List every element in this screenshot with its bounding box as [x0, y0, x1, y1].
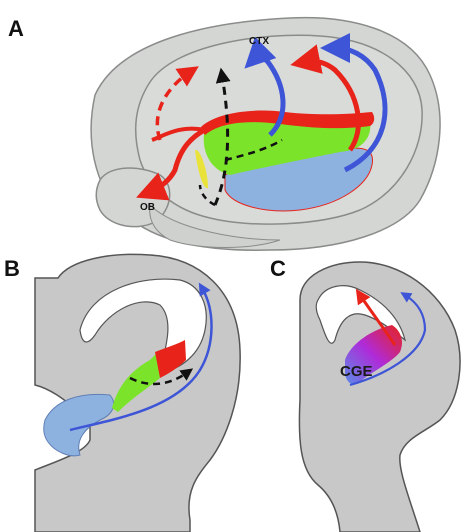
blue-arrow-inner-a — [244, 36, 286, 137]
ob-label: OB — [140, 202, 155, 213]
green-region-a — [203, 115, 371, 175]
black-dashed-arrow-a — [213, 67, 231, 206]
cge-label: CGE — [340, 363, 373, 380]
red-region-b — [155, 340, 186, 378]
black-dashed-branch-b — [198, 184, 216, 207]
panel-a: A CTX OB — [8, 16, 441, 251]
blue-arrow-b — [69, 282, 213, 432]
red-arrow-to-ob — [136, 122, 216, 201]
red-arrow-upper — [151, 126, 206, 142]
panel-a-letter: A — [8, 16, 24, 41]
blue-arrow-outer-a — [320, 33, 388, 173]
panel-b-letter: B — [4, 256, 20, 281]
ctx-label: CTX — [249, 36, 269, 47]
red-arrow-to-ctx — [290, 44, 361, 152]
lower-lobe — [149, 203, 281, 248]
panel-c-letter: C — [270, 256, 286, 281]
green-region-b — [112, 352, 160, 412]
blue-arrow-c — [349, 292, 427, 387]
black-dashed-arrow-b — [129, 368, 194, 386]
blue-region-b — [43, 393, 115, 457]
panel-b: B — [4, 253, 241, 532]
black-dashed-branch-a — [224, 138, 283, 162]
yellow-region-a — [195, 149, 208, 189]
red-region-a — [200, 110, 375, 135]
red-arrow-c — [355, 288, 397, 346]
cge-region — [345, 325, 403, 385]
coronal-section-c — [298, 261, 461, 532]
panel-c: C CGE — [270, 256, 461, 532]
